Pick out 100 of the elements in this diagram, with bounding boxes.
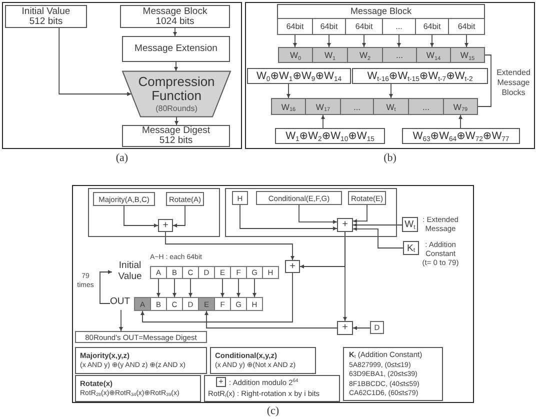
register-box [370,321,384,334]
word-label: 64bit [458,22,476,31]
shaded-word-cell [382,47,417,63]
definition-box [210,347,316,374]
word-label: ... [422,102,430,112]
block-table [277,4,485,35]
process-box [120,5,230,28]
arrow [352,226,404,248]
process-box [5,5,87,28]
word-label: 64bit [286,22,304,31]
symbol-label: W$_{t}$ [404,219,416,230]
word-label: W$_{1}$ [324,50,336,60]
word-cell [312,18,346,35]
symbol-label: K$_{t}$ [406,242,416,254]
shaded-word-cell [278,47,313,63]
word-cell [382,18,416,35]
register-cell [166,297,183,311]
word-label: W$_{2}$ [359,50,371,60]
arrow [292,34,298,48]
arrow [174,62,178,72]
key-box [204,375,340,402]
plus-sign: + [290,262,296,272]
word-label: 64bit [355,22,373,31]
formula-box [247,68,351,84]
register-cell [246,266,263,279]
formula-text: W$_{1}$⊕W$_{2}$⊕W$_{10}$⊕W$_{15}$ [286,130,374,142]
node-title: Compression Function [137,74,216,102]
panel-caption: (b) [382,151,398,165]
arrow [172,278,177,298]
word-cell [277,18,313,35]
output-box [75,331,207,343]
node-label: Initial Value 512 bits [20,6,72,26]
arrow [430,34,434,48]
connector-line [478,54,492,107]
adder-box [337,321,353,335]
adder-symbol [216,377,226,387]
adder-box [158,219,173,232]
formula-text: W$_{0}$⊕W$_{1}$⊕W$_{9}$⊕W$_{14}$ [256,70,342,82]
group-frame [225,188,397,237]
table-heading: Message Block [349,5,413,18]
word-label: W$_{16}$ [281,102,296,112]
register-cell [262,266,279,279]
plus-sign: + [218,378,224,386]
shaded-word-cell [408,98,444,115]
shaded-word-cell [416,47,451,63]
row-label: Initial Value [112,261,148,283]
shaded-word-cell [305,98,341,115]
formula-box [352,68,488,84]
arrow [342,232,348,322]
panel-frame [72,185,474,403]
arrow [326,34,332,48]
plus-sign: + [342,220,348,230]
function-box [93,192,155,206]
definition-box [75,375,201,402]
plus-sign: + [162,220,168,230]
arrow [252,278,257,298]
register-cell [198,266,215,279]
word-label: ... [396,22,402,31]
row-label: OUT [110,297,132,310]
register-cell [230,266,247,279]
arrow [188,278,193,298]
node-label: Message Extension [134,44,218,54]
arrow [286,84,291,98]
arrow [220,278,225,298]
highlighted-register [134,297,151,311]
register-cell [166,266,183,279]
group-frame [88,188,220,237]
function-box [166,192,204,206]
arrow [464,34,469,48]
word-label: W$_{14}$ [426,50,441,60]
arrow [320,114,326,128]
symbol-box [403,241,419,255]
register-cell [230,297,247,311]
panel-frame [245,2,535,149]
shaded-word-cell [443,98,478,115]
arrow [352,204,368,224]
register-box [232,191,248,205]
register-cell [246,297,263,311]
word-label: W$_{17}$ [316,102,330,112]
arrow [298,204,338,224]
word-label: W$_{0}$ [290,50,302,60]
arrow [236,278,241,298]
arrow [240,204,338,231]
arrow [156,278,161,298]
register-cell [182,297,199,311]
word-label: W$_{t}$ [386,102,396,112]
function-box [256,191,342,205]
shaded-word-cell [373,98,409,115]
arrow [118,310,124,332]
process-box [122,125,230,147]
arrow [362,34,366,48]
word-cell [345,18,383,35]
shaded-word-cell [450,47,485,63]
register-cell [150,297,167,311]
panel-caption: (a) [114,151,130,165]
arrow [352,326,370,330]
process-box [122,36,230,62]
trapezoid-block [122,71,231,117]
word-label: ... [353,102,361,112]
panel-caption: (c) [266,404,280,418]
